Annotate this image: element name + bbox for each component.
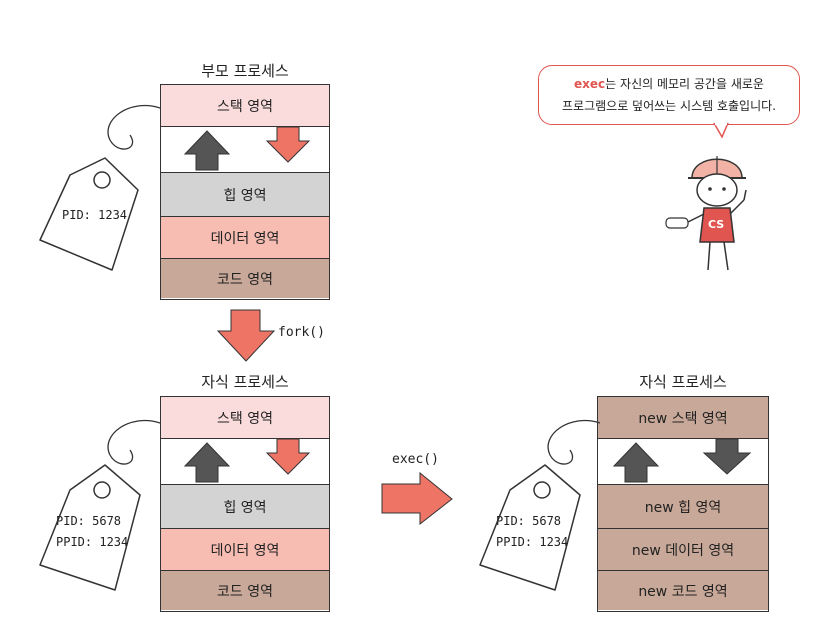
exec-child-heap-label: new 힙 영역 xyxy=(644,499,722,516)
parent-process-title: 부모 프로세스 xyxy=(201,62,289,80)
exec-child-free-space xyxy=(598,439,768,485)
parent-stack-segment: 스택 영역 xyxy=(161,85,329,127)
exec-child-stack-label: new 스택 영역 xyxy=(638,410,728,427)
child-tag-line-2: PPID: 1234 xyxy=(56,535,129,549)
mascot-worker-icon xyxy=(665,156,747,271)
stack-grow-down-arrow-icon xyxy=(265,439,311,475)
parent-heap-segment: 힙 영역 xyxy=(161,173,329,217)
parent-data-segment: 데이터 영역 xyxy=(161,217,329,259)
child-code-label: 코드 영역 xyxy=(217,583,273,600)
heap-grow-up-arrow-icon xyxy=(183,442,231,483)
heap-grow-up-arrow-icon xyxy=(612,442,660,483)
exec-arrow-icon xyxy=(381,472,453,526)
child-memory: 스택 영역 힙 영역 데이터 영역 코드 영역 xyxy=(160,396,330,612)
parent-code-segment: 코드 영역 xyxy=(161,259,329,298)
speech-bubble-tail-icon xyxy=(713,123,729,139)
exec-child-code-label: new 코드 영역 xyxy=(638,583,728,600)
exec-child-data-label: new 데이터 영역 xyxy=(631,542,735,559)
speech-line-2: 프로그램으로 덮어쓰는 시스템 호출입니다. xyxy=(562,99,776,113)
parent-tag-line-1: PID: 1234 xyxy=(62,208,128,222)
fork-label: fork() xyxy=(278,325,325,340)
exec-child-heap-segment: new 힙 영역 xyxy=(598,485,768,529)
exec-child-tag-line-1: PID: 5678 xyxy=(496,514,562,528)
speech-keyword: exec xyxy=(574,77,606,91)
mascot-badge: CS xyxy=(708,218,725,231)
exec-child-tag-line-2: PPID: 1234 xyxy=(496,535,569,549)
speech-bubble: exec는 자신의 메모리 공간을 새로운 프로그램으로 덮어쓰는 시스템 호출… xyxy=(538,65,800,125)
child-stack-label: 스택 영역 xyxy=(217,410,273,427)
child-code-segment: 코드 영역 xyxy=(161,571,329,610)
parent-data-label: 데이터 영역 xyxy=(210,230,280,247)
exec-child-memory: new 스택 영역 new 힙 영역 new 데이터 영역 new 코드 영역 xyxy=(597,396,769,612)
exec-child-stack-segment: new 스택 영역 xyxy=(598,397,768,439)
heap-grow-up-arrow-icon xyxy=(183,130,231,171)
child-stack-segment: 스택 영역 xyxy=(161,397,329,439)
child-free-space xyxy=(161,439,329,485)
parent-stack-label: 스택 영역 xyxy=(217,98,273,115)
speech-line-1: exec는 자신의 메모리 공간을 새로운 xyxy=(549,73,789,95)
stack-grow-down-arrow-icon xyxy=(265,127,311,163)
parent-free-space xyxy=(161,127,329,173)
child-heap-segment: 힙 영역 xyxy=(161,485,329,529)
parent-free-space-arrows xyxy=(183,127,311,171)
stack-grow-down-arrow-icon xyxy=(702,439,752,475)
exec-child-process-title: 자식 프로세스 xyxy=(639,373,727,391)
parent-pid-tag xyxy=(39,104,161,271)
child-data-segment: 데이터 영역 xyxy=(161,529,329,571)
parent-code-label: 코드 영역 xyxy=(217,271,273,288)
child-tag-line-1: PID: 5678 xyxy=(56,514,122,528)
exec-child-pid-tag xyxy=(479,419,601,591)
exec-child-code-segment: new 코드 영역 xyxy=(598,571,768,610)
child-data-label: 데이터 영역 xyxy=(210,542,280,559)
exec-label: exec() xyxy=(392,452,439,467)
parent-memory: 스택 영역 힙 영역 데이터 영역 코드 영역 xyxy=(160,84,330,300)
child-free-space-arrows xyxy=(183,439,311,483)
speech-line-1-rest: 는 자신의 메모리 공간을 새로운 xyxy=(605,77,764,91)
parent-heap-label: 힙 영역 xyxy=(223,187,267,204)
child-pid-tag xyxy=(39,419,161,591)
exec-child-data-segment: new 데이터 영역 xyxy=(598,529,768,571)
child-heap-label: 힙 영역 xyxy=(223,499,267,516)
exec-child-free-space-arrows xyxy=(612,439,752,483)
fork-arrow-icon xyxy=(216,309,276,362)
child-process-title: 자식 프로세스 xyxy=(201,373,289,391)
